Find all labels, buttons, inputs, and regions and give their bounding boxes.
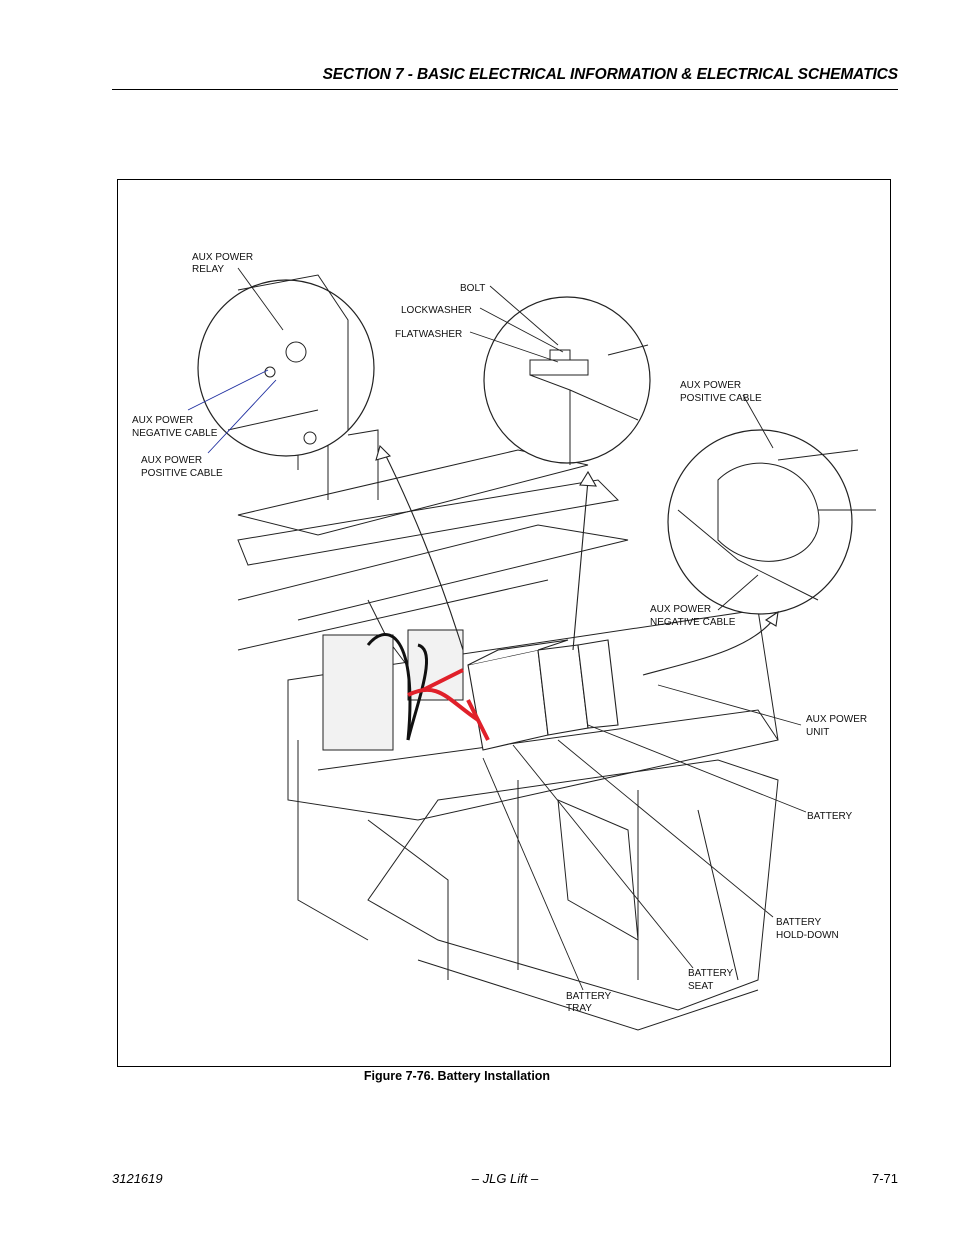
- label-lockwasher: LOCKWASHER: [401, 305, 472, 316]
- label-battery-tray-1: BATTERY: [566, 991, 612, 1002]
- label-aux-power-unit-1: AUX POWER: [806, 714, 867, 725]
- label-aux-neg-cable-2: NEGATIVE CABLE: [132, 428, 218, 439]
- header-rule: [112, 89, 898, 90]
- bolt-detail-circle: [483, 296, 651, 464]
- section-title: SECTION 7 - BASIC ELECTRICAL INFORMATION…: [322, 66, 899, 83]
- figure-frame: AUX POWER RELAY AUX POWER NEGATIVE CABLE…: [117, 179, 891, 1067]
- battery-installation-illustration: AUX POWER RELAY AUX POWER NEGATIVE CABLE…: [132, 252, 876, 1031]
- label-battery-holddown-2: HOLD-DOWN: [776, 930, 839, 941]
- footer-brand: – JLG Lift –: [471, 1171, 539, 1186]
- page-footer: 3121619 – JLG Lift – 7-71: [112, 1171, 898, 1191]
- aux-unit-detail-circle: [667, 429, 853, 615]
- label-battery-tray-2: TRAY: [566, 1003, 592, 1014]
- label-aux-power-unit-2: UNIT: [806, 727, 829, 738]
- label-aux-pos-cable-2: POSITIVE CABLE: [141, 468, 223, 479]
- label-flatwasher: FLATWASHER: [395, 329, 462, 340]
- label-battery-seat-1: BATTERY: [688, 968, 734, 979]
- label-aux-pos-cable-r1: AUX POWER: [680, 380, 741, 391]
- label-aux-pos-cable-r2: POSITIVE CABLE: [680, 393, 762, 404]
- label-battery: BATTERY: [807, 811, 853, 822]
- label-battery-seat-2: SEAT: [688, 981, 713, 992]
- label-aux-neg-cable-1: AUX POWER: [132, 415, 193, 426]
- label-aux-neg-cable-r1: AUX POWER: [650, 604, 711, 615]
- page-number: 7-71: [871, 1171, 898, 1186]
- doc-number: 3121619: [112, 1171, 163, 1186]
- page-header: SECTION 7 - BASIC ELECTRICAL INFORMATION…: [112, 64, 898, 90]
- label-aux-pos-cable-1: AUX POWER: [141, 455, 202, 466]
- relay-detail-circle: [197, 279, 375, 457]
- label-aux-power-relay-2: RELAY: [192, 264, 224, 275]
- label-battery-holddown-1: BATTERY: [776, 917, 822, 928]
- figure-caption: Figure 7-76. Battery Installation: [0, 1069, 954, 1083]
- label-bolt: BOLT: [460, 283, 485, 294]
- figure-caption-text: Figure 7-76. Battery Installation: [363, 1069, 551, 1083]
- label-aux-neg-cable-r2: NEGATIVE CABLE: [650, 617, 736, 628]
- label-aux-power-relay-1: AUX POWER: [192, 252, 253, 263]
